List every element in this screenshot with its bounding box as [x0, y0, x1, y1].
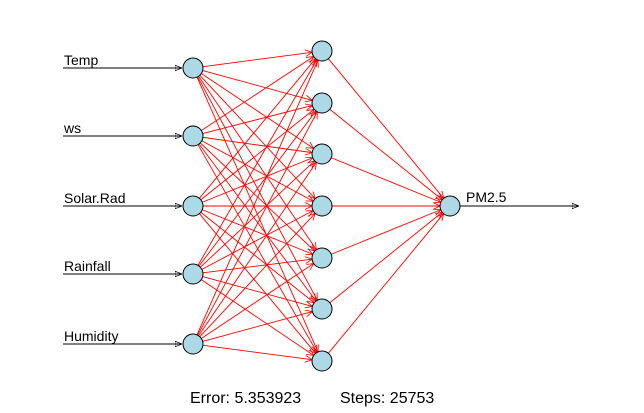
- edge-hidden-4-output: [331, 210, 440, 255]
- edge-input-3-hidden-1: [198, 111, 316, 267]
- edge-input-1-hidden-2: [202, 136, 312, 152]
- edge-input-4-hidden-3: [199, 213, 315, 338]
- edge-input-4-hidden-2: [198, 162, 317, 336]
- input-node-1: [182, 125, 204, 147]
- edge-hidden-6-output: [328, 214, 443, 354]
- edge-input-1-hidden-1: [202, 105, 313, 134]
- edge-input-1-hidden-5: [198, 143, 316, 301]
- edge-input-4-hidden-6: [202, 344, 312, 359]
- edge-input-4-hidden-5: [202, 312, 313, 342]
- edge-input-3-hidden-3: [201, 211, 313, 270]
- edge-input-2-hidden-2: [202, 158, 312, 203]
- edge-input-3-hidden-2: [200, 161, 314, 268]
- hidden-node-6: [311, 350, 333, 372]
- input-node-4: [182, 333, 204, 355]
- input-label-0: Temp: [64, 52, 98, 68]
- edge-input-2-hidden-5: [200, 211, 314, 303]
- edge-input-4-hidden-1: [197, 112, 318, 336]
- edge-input-0-hidden-2: [201, 73, 313, 149]
- hidden-node-2: [311, 143, 333, 165]
- hidden-node-0: [311, 40, 333, 62]
- edge-hidden-1-output: [329, 108, 442, 199]
- edge-input-4-hidden-0: [196, 60, 318, 336]
- edge-input-2-hidden-4: [202, 209, 312, 255]
- hidden-node-4: [311, 247, 333, 269]
- edge-input-1-hidden-3: [201, 140, 313, 201]
- hidden-node-3: [311, 195, 333, 217]
- edges-layer: [196, 52, 444, 359]
- steps-readout: Steps: 25753: [340, 390, 434, 407]
- error-readout: Error: 5.353923: [190, 390, 301, 407]
- input-label-4: Humidity: [64, 328, 118, 344]
- edge-input-4-hidden-4: [201, 264, 313, 339]
- edge-input-2-hidden-1: [200, 109, 314, 201]
- input-node-3: [182, 263, 204, 285]
- input-node-2: [182, 195, 204, 217]
- io-lines-layer: [63, 68, 579, 344]
- edge-input-3-hidden-4: [202, 259, 312, 274]
- edge-input-3-hidden-6: [201, 279, 313, 356]
- edge-hidden-0-output: [328, 58, 443, 199]
- edge-input-2-hidden-0: [199, 59, 315, 199]
- nodes-layer: [182, 40, 461, 372]
- edge-input-2-hidden-6: [199, 213, 315, 354]
- edge-input-1-hidden-0: [201, 57, 313, 131]
- input-label-3: Rainfall: [64, 258, 111, 274]
- edge-input-0-hidden-1: [202, 70, 313, 101]
- edge-input-0-hidden-0: [202, 52, 312, 68]
- hidden-node-1: [311, 92, 333, 114]
- hidden-node-5: [311, 298, 333, 320]
- edge-hidden-5-output: [329, 212, 442, 304]
- edge-input-3-hidden-0: [197, 60, 317, 266]
- input-node-0: [182, 57, 204, 79]
- input-label-2: Solar.Rad: [64, 190, 125, 206]
- edge-hidden-2-output: [331, 157, 440, 202]
- output-label: PM2.5: [466, 189, 507, 205]
- input-label-1: ws: [63, 120, 81, 136]
- output-node: [439, 195, 461, 217]
